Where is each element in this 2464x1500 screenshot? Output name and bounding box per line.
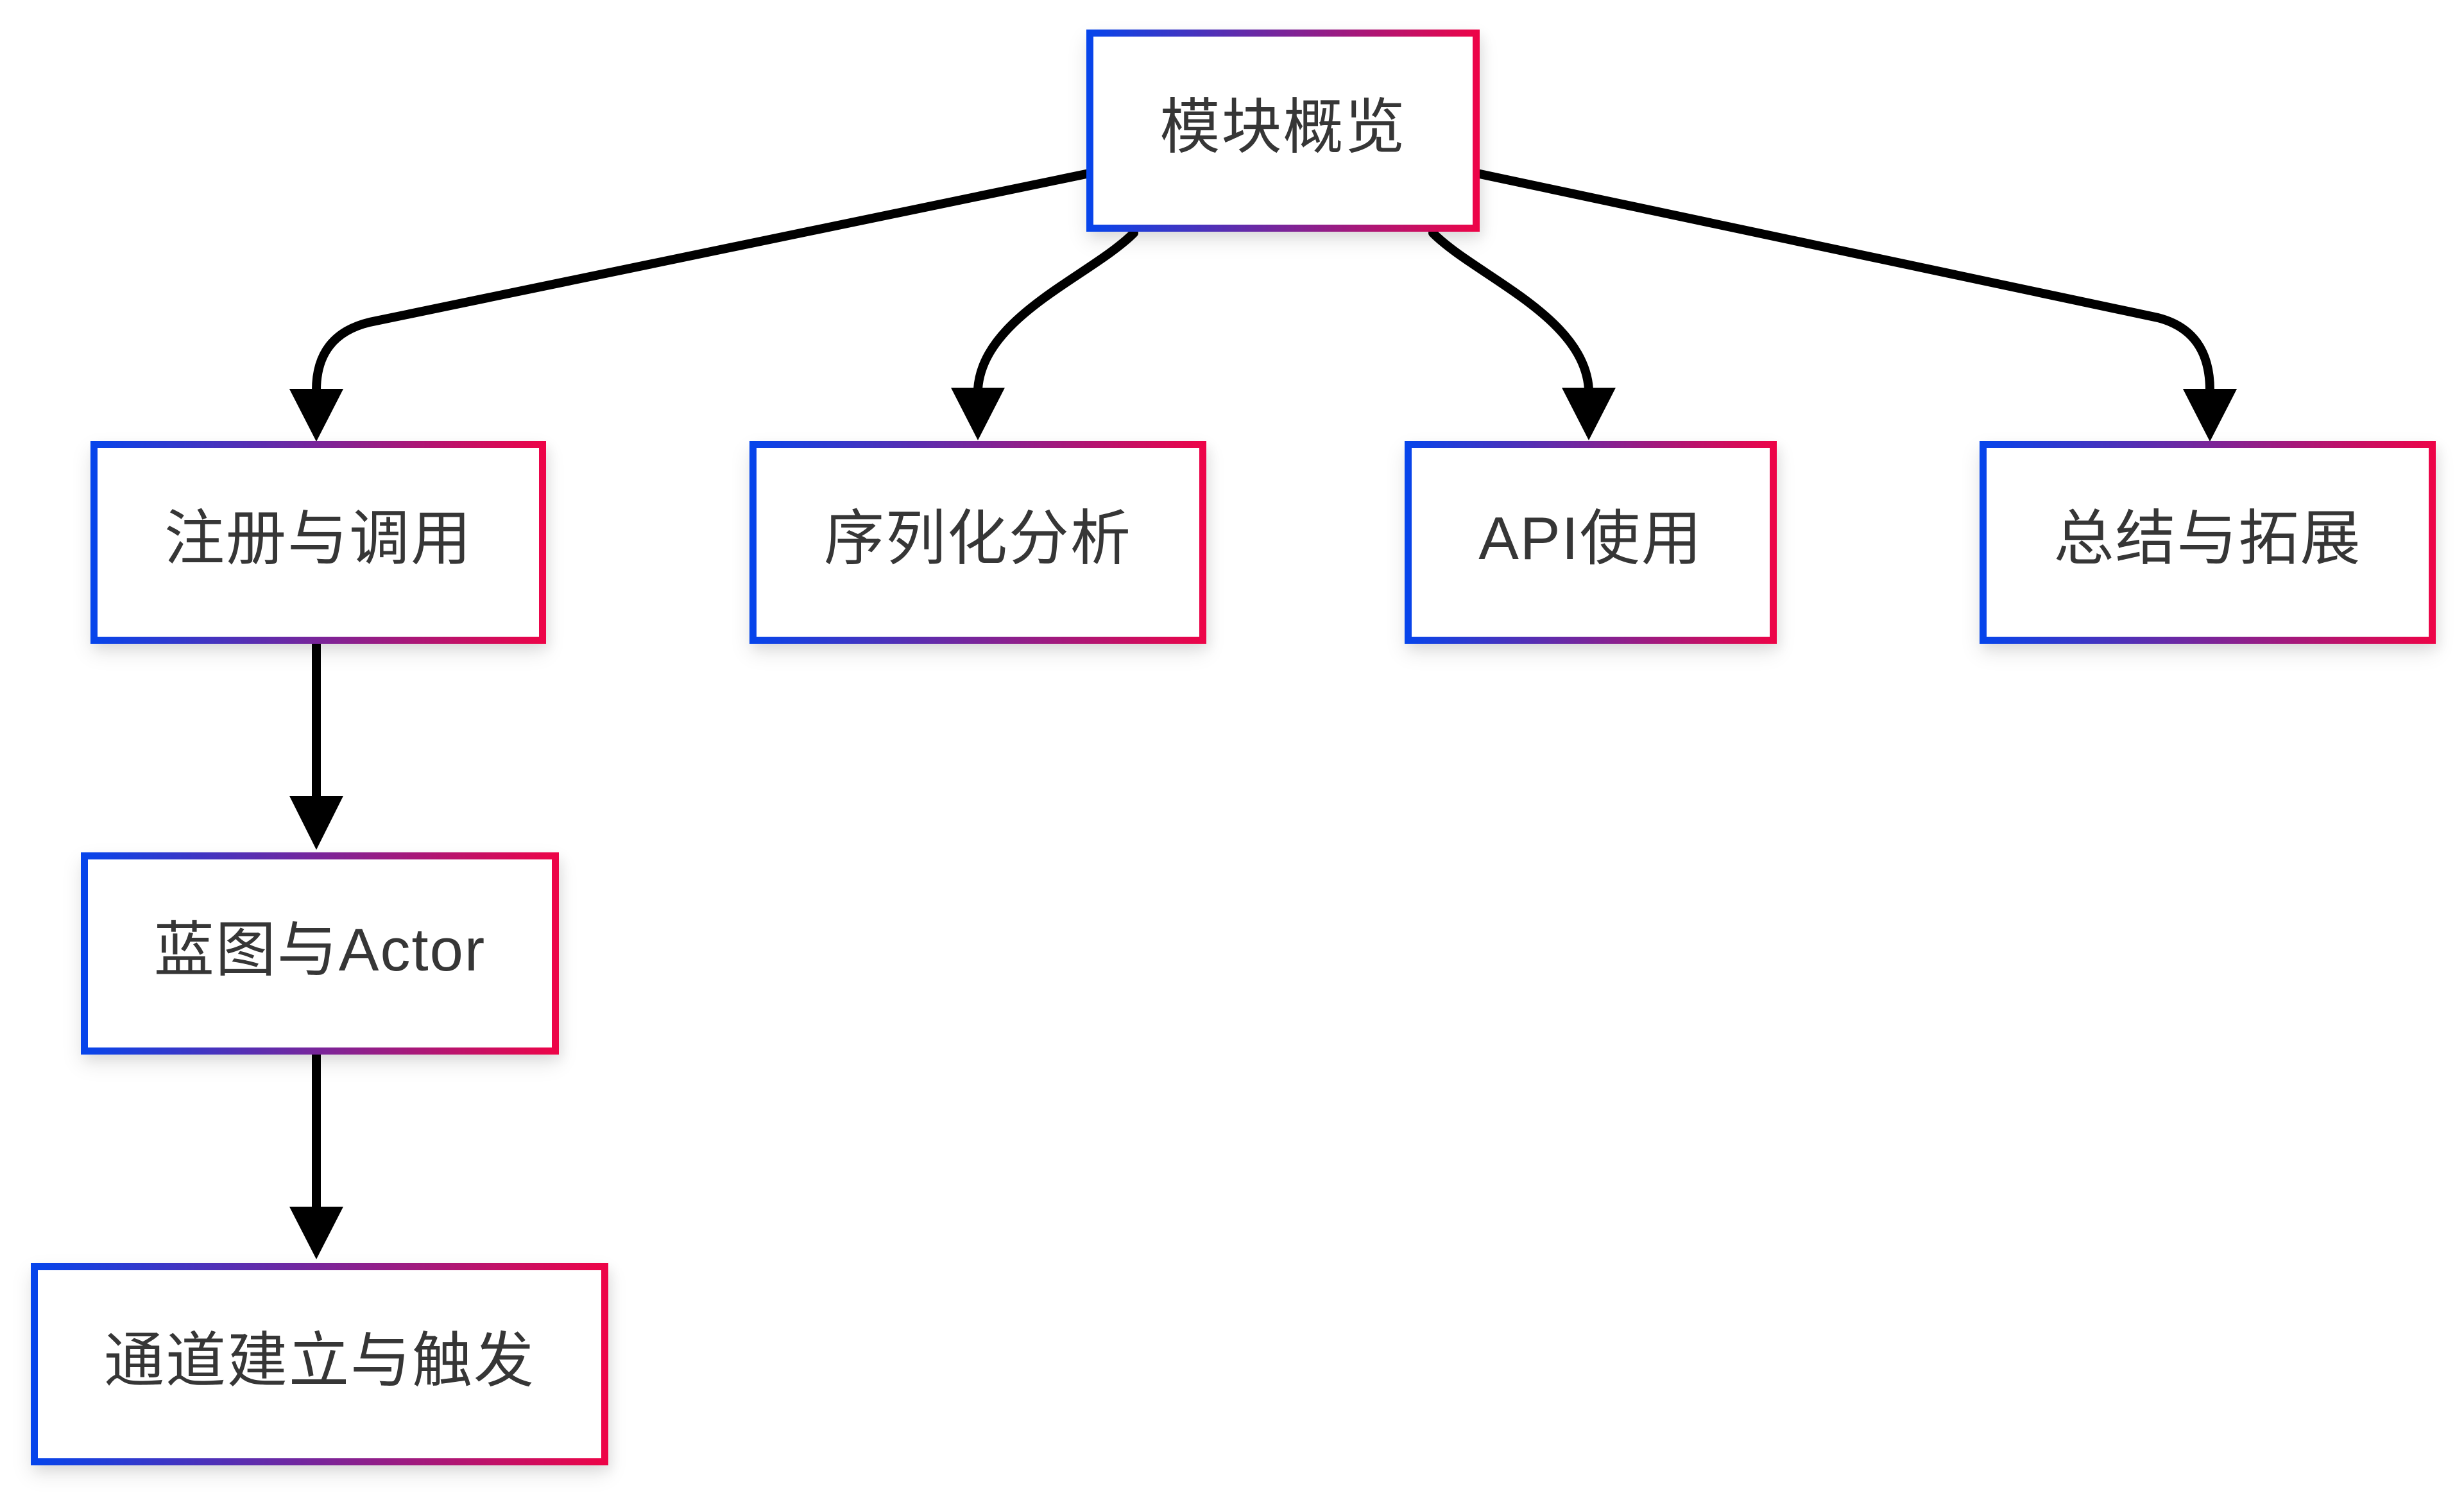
arrowhead-blueprint [289, 796, 343, 850]
edge-overview-to-api [1428, 228, 1593, 393]
arrowhead-serialization [951, 388, 1005, 440]
edge-overview-to-summary [1475, 169, 2214, 395]
arrowhead-channel [289, 1207, 343, 1259]
node-summary-extension: 总结与拓展 [1980, 441, 2436, 644]
node-summary-extension-label: 总结与拓展 [2053, 504, 2362, 572]
node-module-overview-label: 模块概览 [1159, 92, 1407, 160]
node-registration-invocation-label: 注册与调用 [164, 504, 472, 572]
node-serialization-analysis: 序列化分析 [749, 441, 1206, 644]
arrowhead-registration [289, 389, 343, 442]
node-registration-invocation: 注册与调用 [90, 441, 546, 644]
arrowhead-summary [2183, 389, 2237, 442]
node-api-usage-label: API使用 [1478, 504, 1703, 572]
arrowhead-api [1562, 388, 1616, 440]
edge-overview-to-serialization [973, 228, 1138, 393]
node-blueprint-actor: 蓝图与Actor [81, 852, 559, 1055]
node-api-usage: API使用 [1405, 441, 1777, 644]
node-module-overview: 模块概览 [1086, 30, 1480, 232]
node-blueprint-actor-label: 蓝图与Actor [153, 915, 486, 983]
node-serialization-analysis-label: 序列化分析 [823, 504, 1132, 572]
node-channel-setup-trigger: 通道建立与触发 [31, 1263, 608, 1465]
edge-overview-to-registration [312, 169, 1091, 395]
node-channel-setup-trigger-label: 通道建立与触发 [103, 1326, 535, 1394]
